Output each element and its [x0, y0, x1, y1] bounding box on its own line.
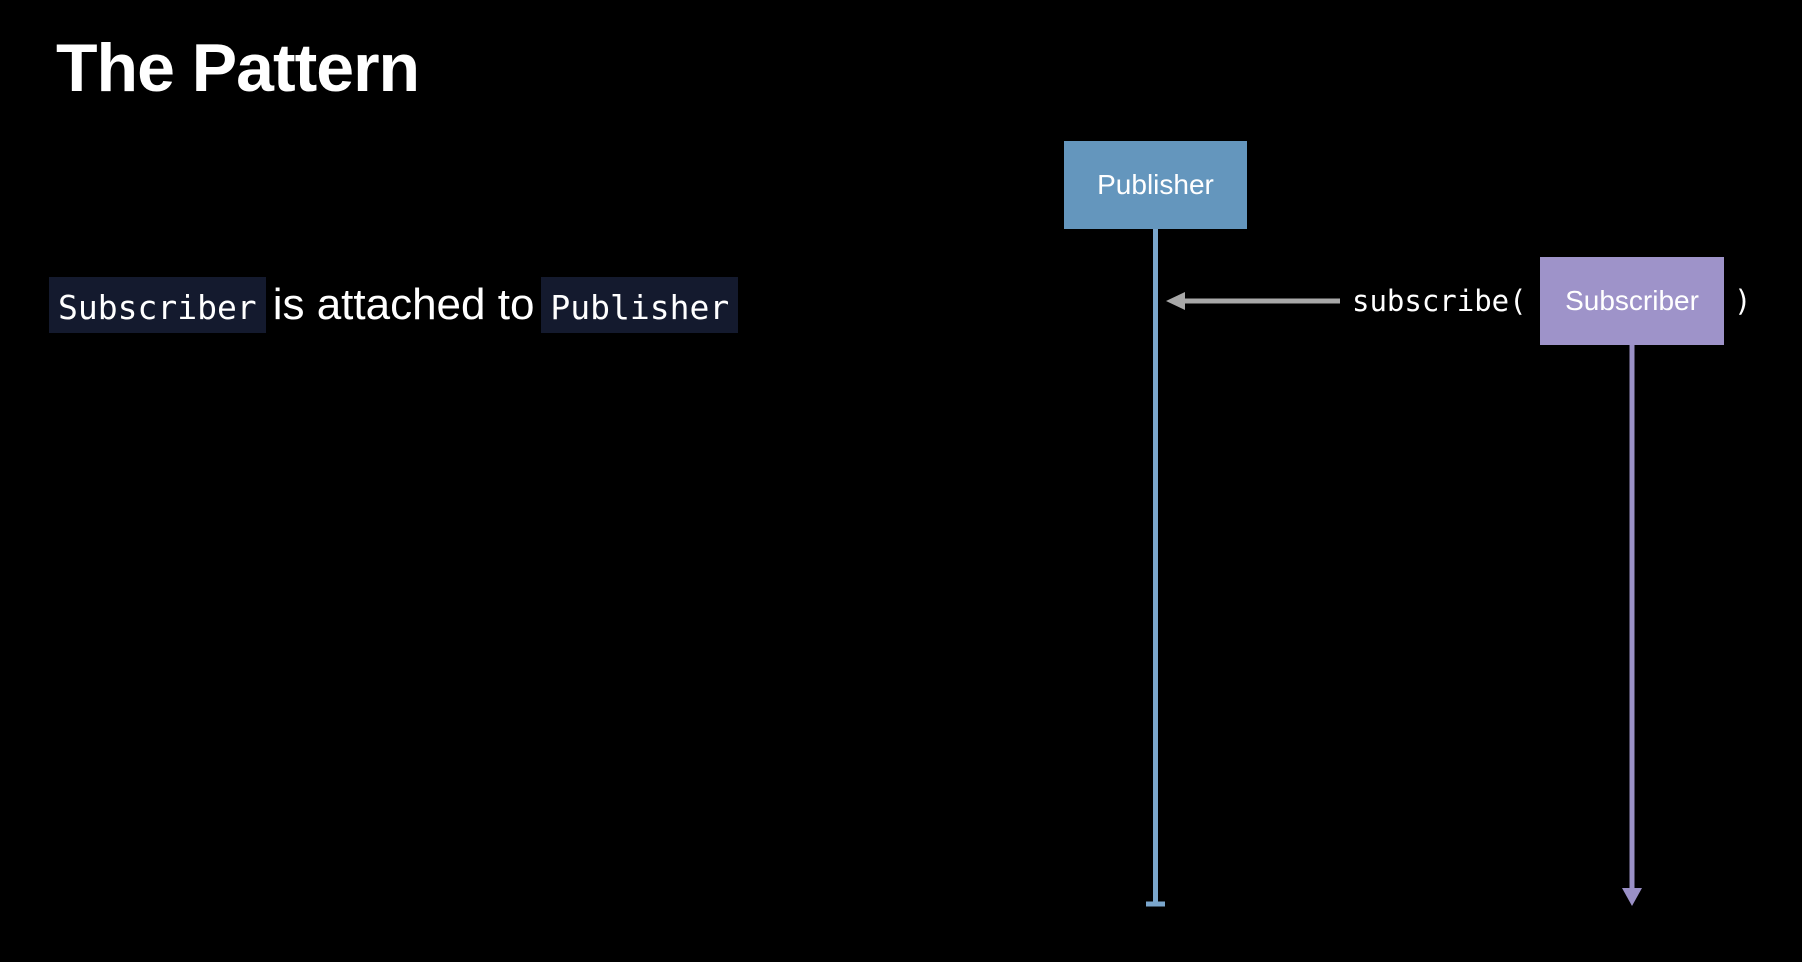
slide-title: The Pattern	[56, 30, 420, 106]
caption-text: is attached to	[272, 280, 535, 329]
publisher-box-label: Publisher	[1097, 169, 1214, 200]
code-publisher: Publisher	[541, 277, 739, 333]
subscriber-lifeline-arrowhead	[1622, 888, 1642, 906]
subscriber-box: Subscriber	[1540, 257, 1724, 345]
caption: Subscriber is attached to Publisher	[49, 277, 739, 333]
subscribe-arrowhead	[1166, 292, 1185, 310]
subscriber-box-label: Subscriber	[1565, 285, 1699, 316]
subscribe-call-close: )	[1734, 284, 1752, 318]
publisher-box: Publisher	[1064, 141, 1247, 229]
subscribe-call-open: subscribe(	[1352, 284, 1527, 318]
code-subscriber: Subscriber	[49, 277, 266, 333]
